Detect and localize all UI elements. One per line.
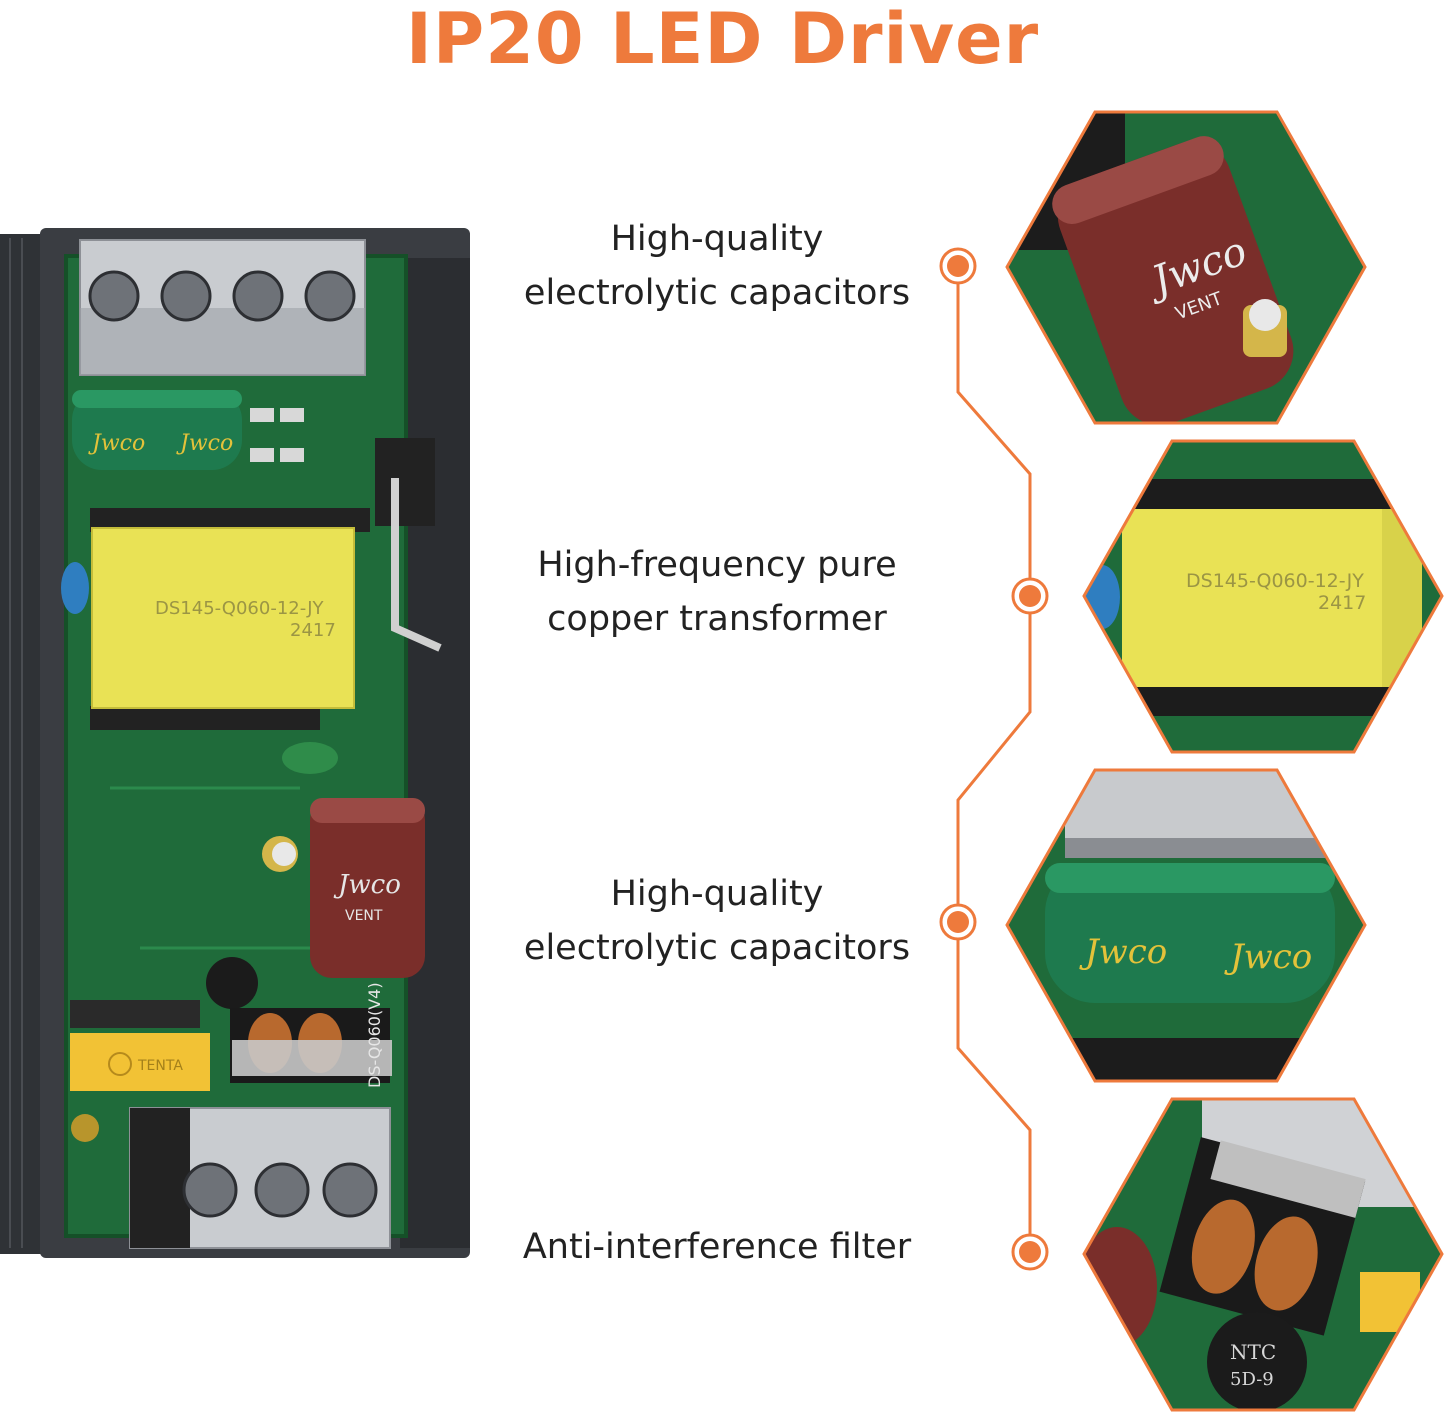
filter-capacitor: TENTA: [70, 1000, 210, 1091]
detail-hexagon-filter: NTC 5D-9: [1082, 1097, 1444, 1412]
feature-text-3: High-quality electrolytic capacitors: [457, 867, 977, 975]
detail-hexagon-transformer: DS145-Q060-12-JY 2417: [1082, 439, 1444, 754]
feature-1-line-1: High-quality: [610, 219, 824, 259]
feature-2-line-2: copper transformer: [547, 599, 887, 639]
connector-dot-1: [939, 247, 977, 285]
connector-dot-4: [1011, 1233, 1049, 1271]
led-driver-product-image: Jwco Jwco DS145-Q060-12-JY 2417 Jwco VEN…: [0, 228, 470, 1258]
svg-text:VENT: VENT: [345, 908, 383, 924]
feature-3-line-1: High-quality: [610, 874, 824, 914]
feature-text-4: Anti-interference filter: [457, 1220, 977, 1274]
detail-hexagon-capacitor-brown: Jwco VENT: [1005, 110, 1367, 425]
svg-text:2417: 2417: [1318, 592, 1366, 614]
svg-text:Jwco: Jwco: [1224, 937, 1312, 977]
svg-text:DS145-Q060-12-JY: DS145-Q060-12-JY: [1186, 570, 1364, 592]
detail-hexagon-capacitor-green: Jwco Jwco: [1005, 768, 1367, 1083]
input-terminal-block: [129, 1107, 391, 1249]
brown-capacitor: Jwco VENT: [310, 798, 425, 978]
svg-text:Jwco: Jwco: [1079, 932, 1167, 972]
page-title: IP20 LED Driver: [405, 0, 1040, 80]
feature-2-line-1: High-frequency pure: [537, 545, 897, 585]
svg-text:Jwco: Jwco: [176, 431, 233, 456]
svg-text:Jwco: Jwco: [333, 870, 401, 900]
green-capacitor: Jwco Jwco: [72, 390, 242, 470]
svg-text:5D-9: 5D-9: [1230, 1369, 1274, 1390]
feature-text-1: High-quality electrolytic capacitors: [457, 212, 977, 320]
output-terminal-block: [79, 239, 366, 376]
svg-text:NTC: NTC: [1230, 1340, 1276, 1364]
connector-dot-3: [939, 903, 977, 941]
svg-text:2417: 2417: [290, 620, 336, 641]
svg-text:TENTA: TENTA: [137, 1058, 183, 1074]
feature-4-line-1: Anti-interference filter: [522, 1227, 912, 1267]
feature-1-line-2: electrolytic capacitors: [523, 273, 911, 313]
feature-text-2: High-frequency pure copper transformer: [457, 538, 977, 646]
connector-dot-2: [1011, 577, 1049, 615]
transformer: DS145-Q060-12-JY 2417: [90, 508, 370, 730]
svg-text:DS-Q060(V4): DS-Q060(V4): [365, 982, 384, 1088]
svg-text:Jwco: Jwco: [88, 431, 145, 456]
feature-3-line-2: electrolytic capacitors: [523, 928, 911, 968]
filter-inductor: [230, 1008, 392, 1083]
svg-text:DS145-Q060-12-JY: DS145-Q060-12-JY: [155, 598, 325, 619]
